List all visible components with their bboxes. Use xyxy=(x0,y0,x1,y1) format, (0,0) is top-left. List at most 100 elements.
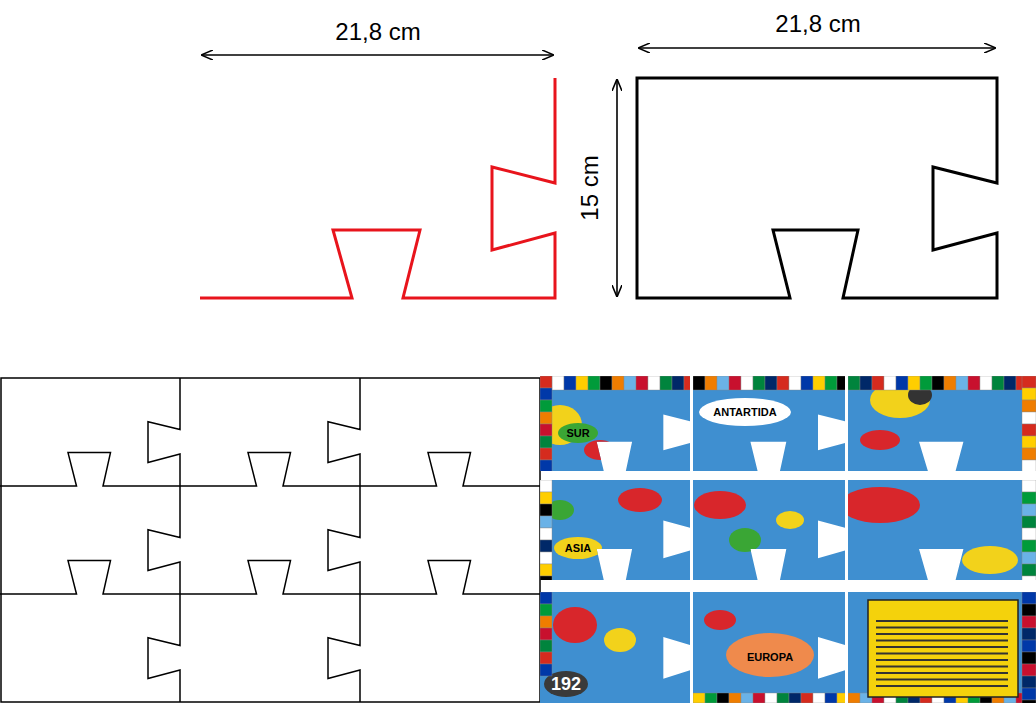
flag xyxy=(660,376,672,390)
flag xyxy=(1022,376,1036,388)
land xyxy=(694,491,746,519)
flag xyxy=(825,693,837,703)
text-line xyxy=(876,659,1008,661)
flag xyxy=(705,376,717,390)
flag xyxy=(540,448,552,460)
sea xyxy=(540,480,690,580)
land xyxy=(962,546,1018,574)
flag xyxy=(992,376,1004,390)
flag xyxy=(753,376,765,390)
cut-line xyxy=(148,378,180,486)
flag xyxy=(1022,616,1036,628)
region-name: EUROPA xyxy=(747,652,793,663)
sea xyxy=(693,592,845,703)
flag xyxy=(540,552,552,564)
flag xyxy=(648,376,660,390)
flag xyxy=(1022,400,1036,412)
flag xyxy=(1022,528,1036,540)
flag xyxy=(1022,604,1036,616)
dimension-label: 15 cm xyxy=(578,155,602,220)
flag xyxy=(540,492,552,504)
piece-outline xyxy=(637,78,997,298)
flag xyxy=(540,576,552,588)
flag xyxy=(860,376,872,390)
flag xyxy=(908,376,920,390)
dimension-arrow xyxy=(202,54,553,56)
land xyxy=(704,610,736,630)
flag xyxy=(1022,552,1036,564)
sea xyxy=(848,376,1036,471)
cut-line xyxy=(0,561,180,594)
flag xyxy=(1022,628,1036,640)
flag xyxy=(717,376,729,390)
flag xyxy=(624,376,636,390)
flag xyxy=(1022,540,1036,552)
flag xyxy=(612,376,624,390)
flag xyxy=(540,592,552,604)
flag xyxy=(672,376,684,390)
flag xyxy=(717,693,729,703)
flag xyxy=(1022,564,1036,576)
flag xyxy=(540,412,552,424)
cut-line xyxy=(360,561,540,594)
printed-piece xyxy=(848,592,1036,703)
flag xyxy=(540,504,552,516)
flag xyxy=(693,693,705,703)
text-line xyxy=(876,620,1008,622)
flag xyxy=(777,376,789,390)
flag xyxy=(956,376,968,390)
flag xyxy=(777,693,789,703)
sea xyxy=(540,592,690,703)
flag xyxy=(1022,676,1036,688)
flag xyxy=(1022,576,1036,588)
flag xyxy=(540,640,552,652)
land xyxy=(584,440,616,460)
flag xyxy=(920,376,932,390)
flag xyxy=(896,376,908,390)
flag xyxy=(1022,640,1036,652)
flag xyxy=(540,664,552,676)
flag xyxy=(540,436,552,448)
flag xyxy=(1022,688,1036,700)
flag xyxy=(540,376,552,388)
flag xyxy=(540,424,552,436)
flag xyxy=(765,693,777,703)
flag xyxy=(1022,460,1036,472)
flag xyxy=(837,693,849,703)
land xyxy=(699,398,791,426)
printed-piece xyxy=(538,376,696,472)
cut-line xyxy=(328,594,360,702)
flag xyxy=(1022,436,1036,448)
flag xyxy=(693,376,705,390)
flag xyxy=(1022,664,1036,676)
printed-piece xyxy=(840,480,1036,588)
flag xyxy=(540,616,552,628)
flag xyxy=(1022,504,1036,516)
flag xyxy=(1022,480,1036,492)
land xyxy=(553,607,597,643)
text-line xyxy=(876,646,1008,648)
rules-card xyxy=(868,600,1018,697)
flag xyxy=(540,388,552,400)
cut-line xyxy=(180,561,360,594)
flag xyxy=(1022,424,1036,436)
flag xyxy=(540,528,552,540)
dimension-label: 21,8 cm xyxy=(335,20,420,44)
land xyxy=(840,487,920,523)
flag xyxy=(636,376,648,390)
cut-line xyxy=(328,486,360,594)
flag xyxy=(848,693,860,703)
flag xyxy=(932,376,944,390)
printed-piece xyxy=(540,480,690,588)
flag xyxy=(552,376,564,390)
flag xyxy=(1022,448,1036,460)
land xyxy=(726,633,814,677)
land xyxy=(729,528,761,552)
flag xyxy=(540,652,552,664)
flag xyxy=(564,376,576,390)
dimension-label: 21,8 cm xyxy=(775,12,860,36)
flag xyxy=(1022,412,1036,424)
flag xyxy=(540,400,552,412)
